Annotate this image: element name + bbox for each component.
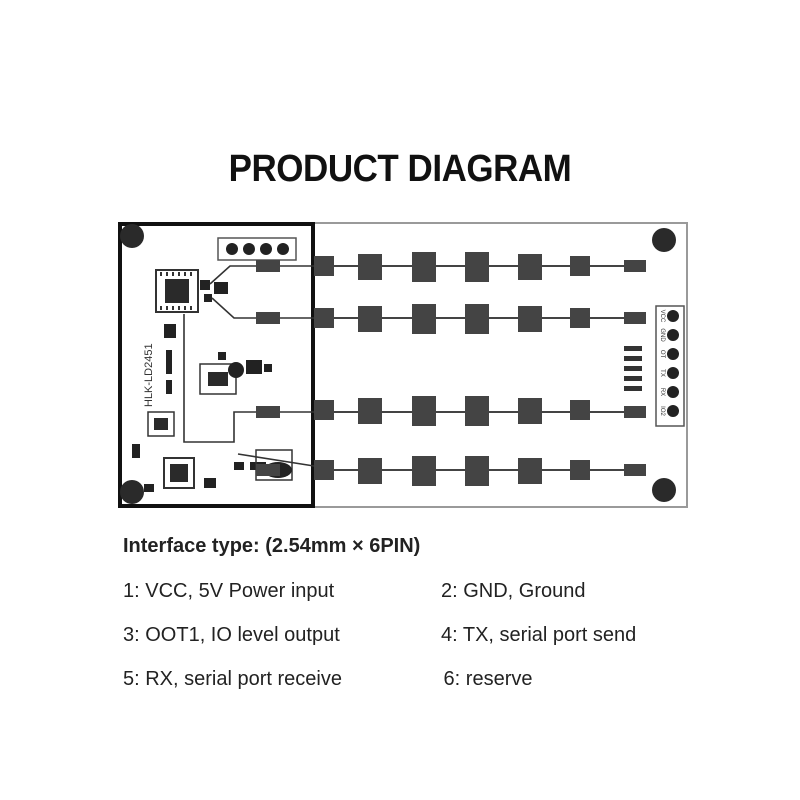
mount-hole-icon <box>120 224 144 248</box>
pin-header: VCC GND OT TX RX IO2 <box>655 305 685 427</box>
pin-label: GND <box>659 328 665 342</box>
pin-label: IO2 <box>659 406 665 416</box>
page-title: PRODUCT DIAGRAM <box>228 148 572 190</box>
pin-label: TX <box>659 369 665 377</box>
interface-heading: Interface type: (2.54mm × 6PIN) <box>123 535 421 557</box>
radar-module-board: HLK-LD2451 <box>118 222 688 508</box>
pin-description: 2: GND, Ground <box>441 580 586 602</box>
pin-label: VCC <box>659 310 665 323</box>
mount-hole-icon <box>652 228 676 252</box>
pin-description: 1: VCC, 5V Power input <box>123 580 335 602</box>
pin-description: 6: reserve <box>438 668 533 690</box>
pin-label: RX <box>659 388 665 396</box>
pin-description: 3: OOT1, IO level output <box>123 624 340 646</box>
model-label: HLK-LD2451 <box>143 343 155 407</box>
pin-description: 4: TX, serial port send <box>441 624 637 646</box>
pin-label: OT <box>659 350 665 359</box>
pin-description: 5: RX, serial port receive <box>123 668 342 690</box>
mount-hole-icon <box>120 480 144 504</box>
radar-chip <box>155 269 199 313</box>
mount-hole-icon <box>652 478 676 502</box>
